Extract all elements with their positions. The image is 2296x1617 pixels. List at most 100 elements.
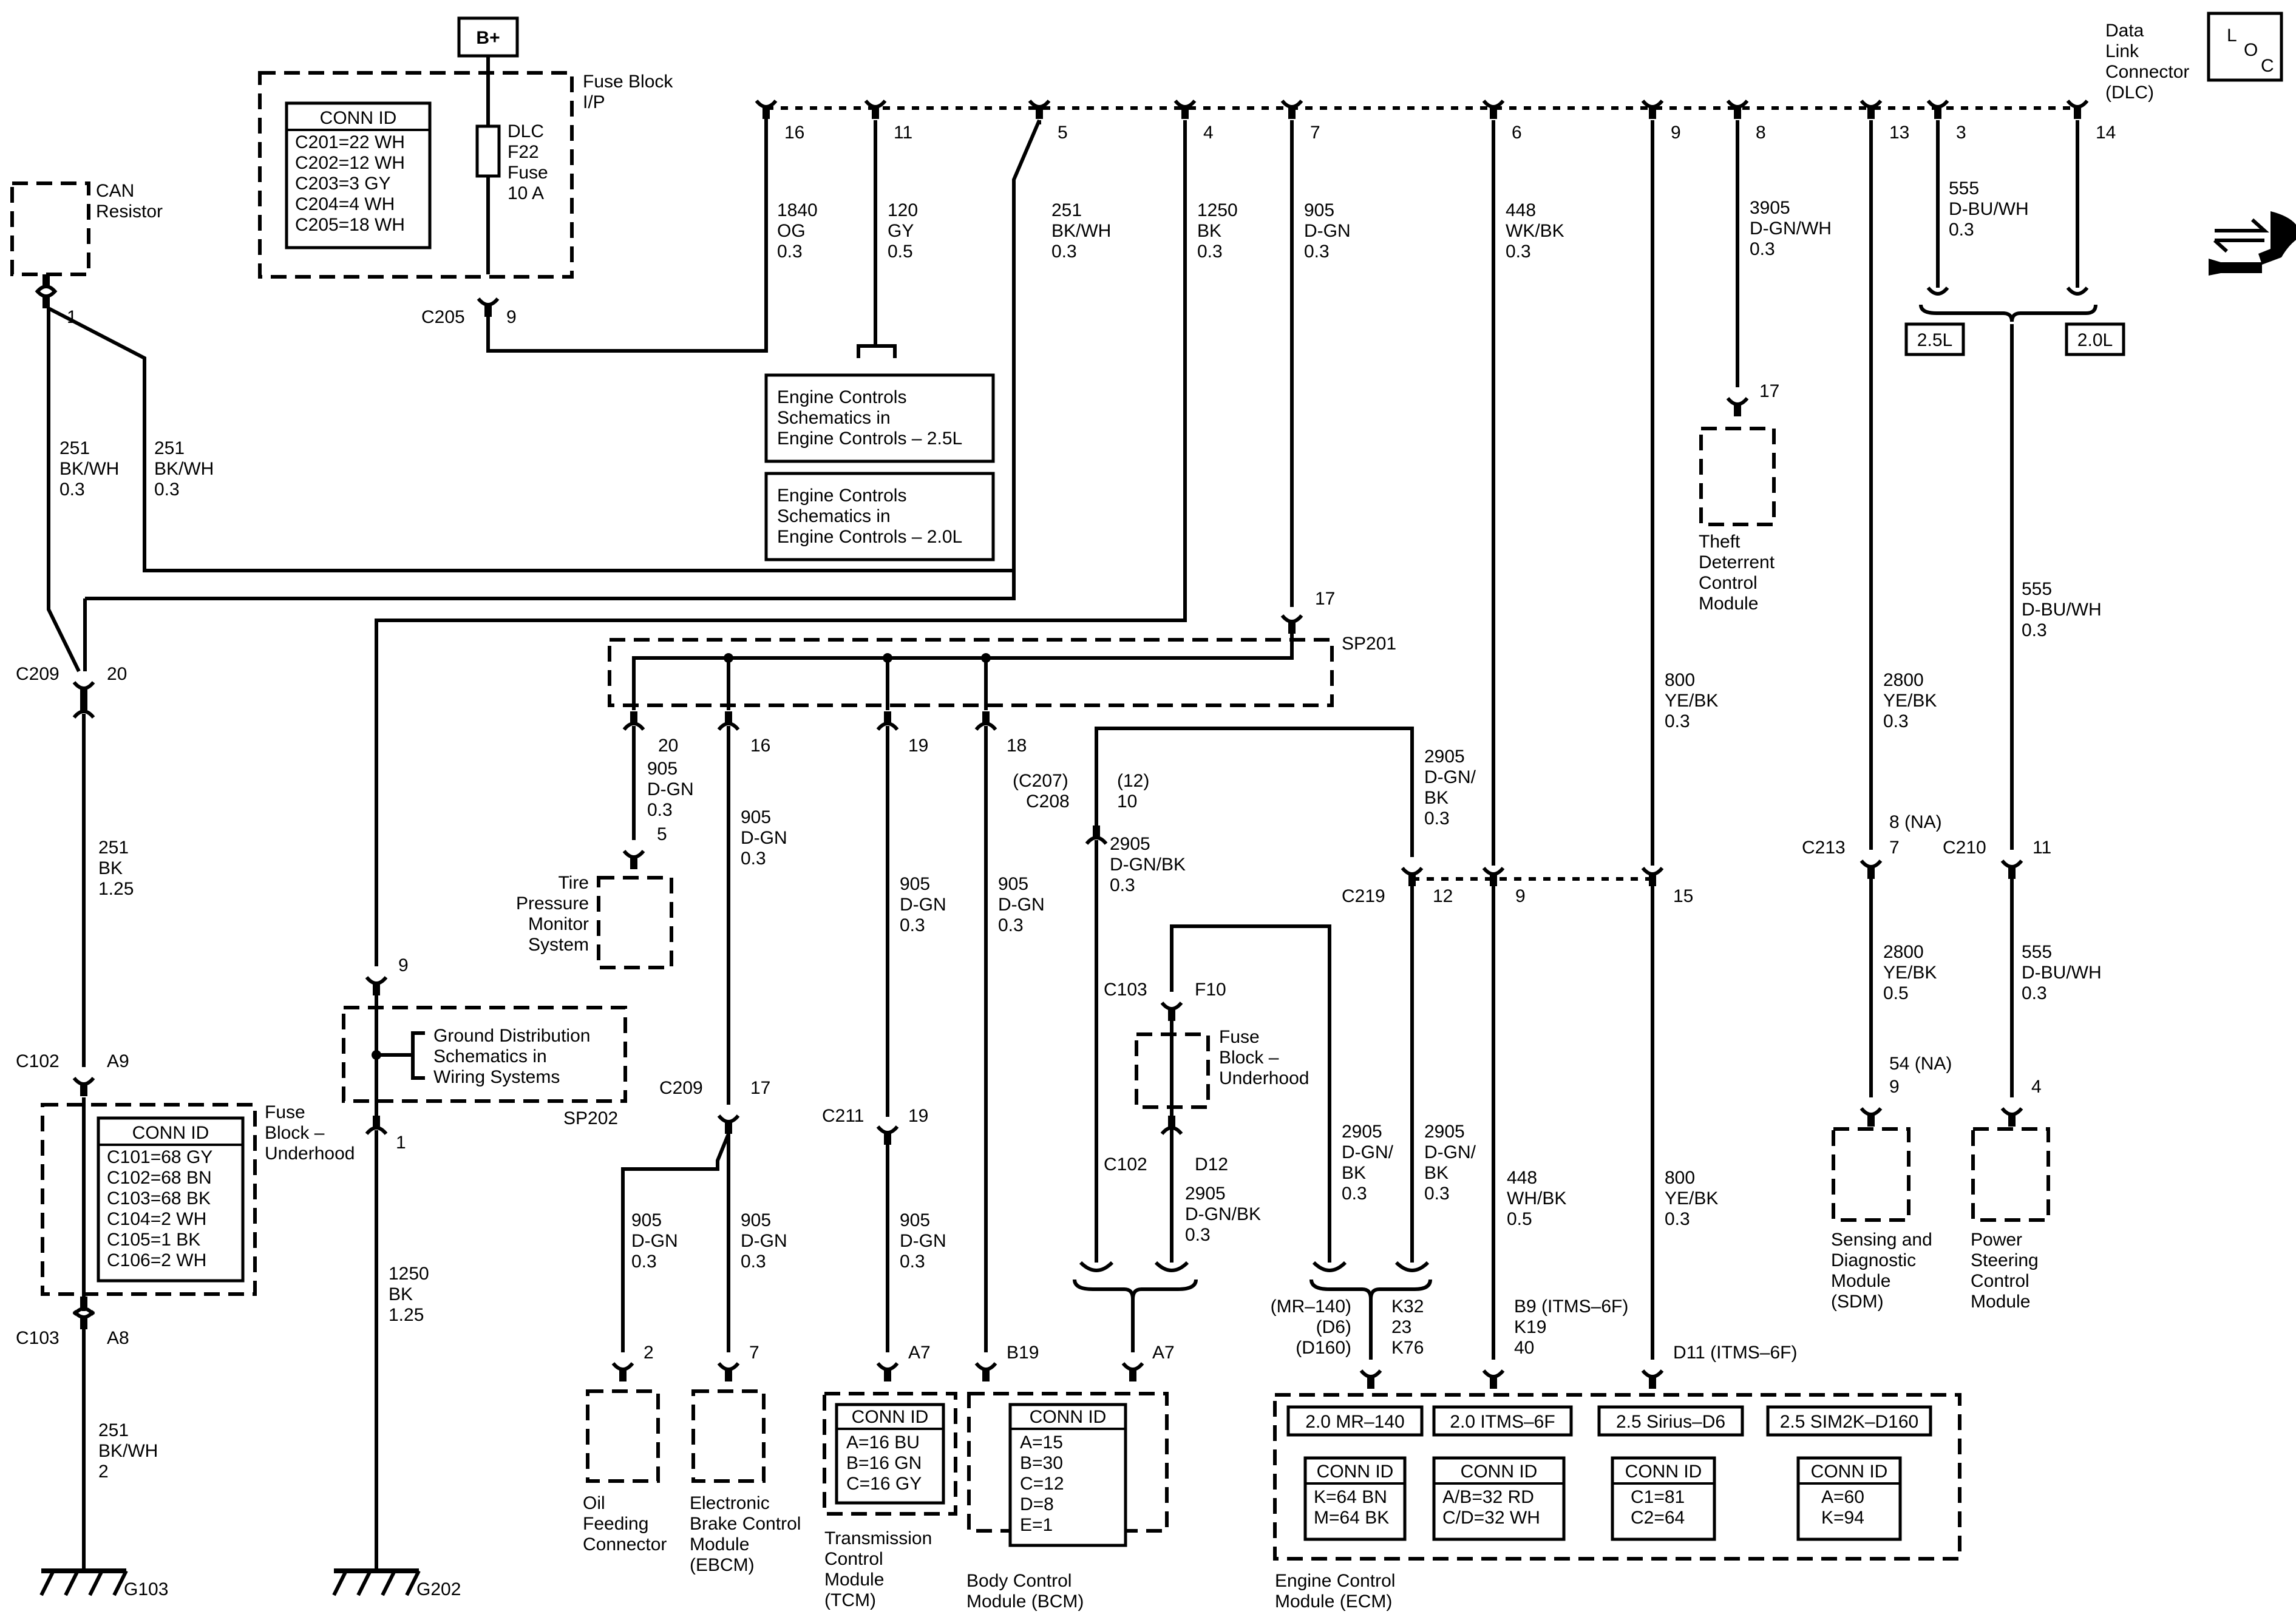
psm-pin: 4 [2031,1077,2042,1097]
svg-text:A=60: A=60 [1821,1487,1864,1507]
tpms-module [597,876,673,969]
dlc-fuse [475,124,501,178]
c208-alt-pin: (12) [1117,771,1149,791]
svg-text:CONN ID: CONN ID [320,108,397,128]
tcm-conn-table: CONN ID A=16 BU B=16 GN C=16 GY [835,1403,945,1505]
tpms-pin: 5 [657,824,667,844]
diagnostic-connector-icon [2209,211,2296,276]
svg-text:CONN ID: CONN ID [132,1123,209,1143]
ecm-module [1273,1393,1961,1561]
svg-text:K=64 BN: K=64 BN [1314,1487,1387,1507]
theft-deterrent-module [1699,427,1776,526]
engine-size-2-5l: 2.5L [1904,322,1965,356]
svg-text:C204=4 WH: C204=4 WH [295,194,395,214]
svg-text:B=16 GN: B=16 GN [846,1453,922,1473]
sp201-pin-top: 17 [1315,589,1335,609]
c102-left-pin: A9 [107,1051,129,1071]
c103-left: C103 [16,1328,59,1348]
bcm-pin-a7: A7 [1152,1343,1175,1363]
svg-text:C2=64: C2=64 [1631,1508,1685,1528]
ecm-pin-right: D11 (ITMS–6F) [1673,1343,1797,1363]
svg-text:C105=1 BK: C105=1 BK [107,1230,200,1250]
svg-text:A=15: A=15 [1020,1432,1063,1453]
svg-text:E=1: E=1 [1020,1515,1053,1535]
svg-text:2.0L: 2.0L [2077,330,2113,350]
svg-text:C: C [2261,56,2274,76]
ecm-conn-tables: CONN ID K=64 BNM=64 BK CONN ID A/B=32 RD… [1303,1456,1902,1541]
sp201-outline [608,638,1334,707]
c211-pin: 19 [908,1106,928,1126]
svg-text:2.5L: 2.5L [1917,330,1952,350]
sp202-label: SP202 [563,1108,618,1128]
ebcm-pin: 7 [749,1343,759,1363]
c213-alt-pin: 8 (NA) [1889,812,1942,832]
sp202-pin-top: 9 [398,955,409,975]
c205-connector: C205 [421,307,465,327]
svg-text:C=16 GY: C=16 GY [846,1474,922,1494]
g202-label: G202 [416,1579,461,1599]
svg-text:9: 9 [1671,123,1681,143]
svg-text:C102=68 BN: C102=68 BN [107,1168,212,1188]
c210-pin: 11 [2033,838,2051,858]
c211: C211 [822,1106,864,1126]
svg-text:K=94: K=94 [1821,1508,1864,1528]
svg-text:2.5 Sirius–D6: 2.5 Sirius–D6 [1616,1412,1725,1432]
svg-text:11: 11 [894,123,912,143]
svg-text:C101=68 GY: C101=68 GY [107,1147,212,1167]
svg-text:C202=12 WH: C202=12 WH [295,153,405,173]
tcm-pin: A7 [908,1343,931,1363]
svg-text:C=12: C=12 [1020,1474,1064,1494]
theft-pin: 17 [1759,381,1779,401]
fuse-block-ip-conn-table: CONN ID C201=22 WH C202=12 WH C203=3 GY … [285,101,432,249]
bcm-pin-b19: B19 [1007,1343,1039,1363]
svg-text:C103=68 BK: C103=68 BK [107,1188,211,1209]
c205-pin: 9 [506,307,517,327]
c213-pin: 7 [1889,838,1900,858]
fuse-block-ip-outline [258,71,574,279]
svg-text:CONN ID: CONN ID [1461,1462,1538,1482]
ecm-variant-labels: 2.0 MR–140 2.0 ITMS–6F 2.5 Sirius–D6 2.5… [1286,1405,1932,1437]
svg-text:16: 16 [784,123,804,143]
c209-top: C209 [16,664,59,684]
c219-pin-15: 15 [1673,886,1693,906]
bcm-module [967,1392,1169,1533]
svg-text:2.5 SIM2K–D160: 2.5 SIM2K–D160 [1780,1412,1918,1432]
svg-text:3: 3 [1956,123,1966,143]
bcm-conn-table: CONN ID A=15 B=30 C=12 D=8 E=1 [1008,1403,1127,1547]
sp201-pin-18: 18 [1007,736,1027,756]
c210: C210 [1943,838,1986,858]
fuse-block-underhood-outline [41,1103,257,1296]
sp202-outline [342,1006,627,1103]
